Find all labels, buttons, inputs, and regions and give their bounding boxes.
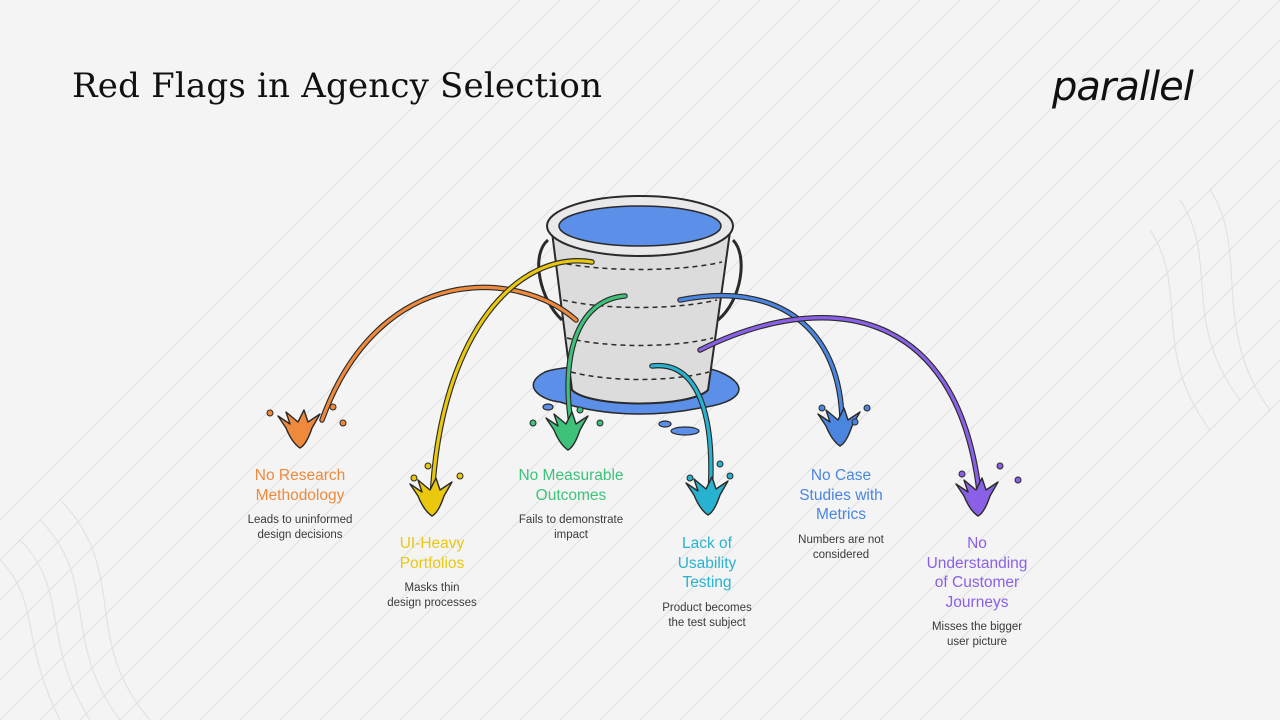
splash-icon bbox=[817, 407, 861, 447]
splash-drop bbox=[1014, 476, 1022, 484]
splash-drop bbox=[424, 462, 432, 470]
bucket-handle bbox=[537, 238, 564, 322]
red-flag-description: Product becomes the test subject bbox=[662, 601, 752, 629]
splash-icon bbox=[545, 411, 589, 451]
water-drop bbox=[670, 426, 700, 436]
red-flag-heading: No Case Studies with Metrics bbox=[799, 467, 883, 523]
splash-drop bbox=[410, 474, 418, 482]
splash-drop bbox=[266, 409, 274, 417]
leak-stream bbox=[320, 285, 578, 422]
splash-drop bbox=[456, 472, 464, 480]
red-flag-description: Masks thin design processes bbox=[387, 582, 477, 609]
splash-drop bbox=[851, 418, 859, 426]
bucket-handle bbox=[717, 238, 743, 322]
leak-stream bbox=[650, 364, 713, 497]
splash-drop bbox=[576, 406, 584, 414]
splash-drop bbox=[726, 472, 734, 480]
red-flag-heading: Lack of Usability Testing bbox=[677, 535, 737, 591]
water-drop bbox=[542, 403, 554, 411]
splash-drop bbox=[716, 460, 724, 468]
bucket-water bbox=[558, 205, 722, 247]
red-flag-description: Numbers are not considered bbox=[798, 533, 884, 561]
page-title: Red Flags in Agency Selection bbox=[72, 66, 603, 106]
splash-drop bbox=[529, 419, 537, 427]
splash-drop bbox=[958, 470, 966, 478]
splash-drop bbox=[863, 404, 871, 412]
red-flag-description: Misses the bigger user picture bbox=[931, 621, 1023, 648]
splash-drop bbox=[686, 474, 694, 482]
red-flag-description: Leads to uninformed design decisions bbox=[247, 514, 353, 541]
splash-drop bbox=[596, 419, 604, 427]
red-flag-heading: No Understanding of Customer Journeys bbox=[926, 535, 1028, 611]
leak-stream bbox=[430, 259, 594, 502]
red-flag-heading: No Measurable Outcomes bbox=[518, 467, 624, 504]
splash-drop bbox=[329, 403, 337, 411]
water-drop bbox=[658, 420, 672, 428]
leak-stream bbox=[566, 294, 627, 432]
splash-drop bbox=[339, 419, 347, 427]
parallel-logo: parallel bbox=[1052, 64, 1194, 110]
red-flag-description: Fails to demonstrate impact bbox=[518, 514, 624, 541]
splash-drop bbox=[996, 462, 1004, 470]
leak-stream bbox=[698, 316, 982, 502]
splash-drop bbox=[818, 404, 826, 412]
splash-icon bbox=[409, 477, 453, 517]
splash-icon bbox=[685, 476, 729, 516]
splash-icon bbox=[277, 409, 321, 449]
red-flag-heading: No Research Methodology bbox=[254, 467, 346, 504]
splash-icon bbox=[955, 477, 999, 517]
bucket-body bbox=[550, 231, 732, 405]
red-flag-heading: UI-Heavy Portfolios bbox=[399, 535, 465, 572]
